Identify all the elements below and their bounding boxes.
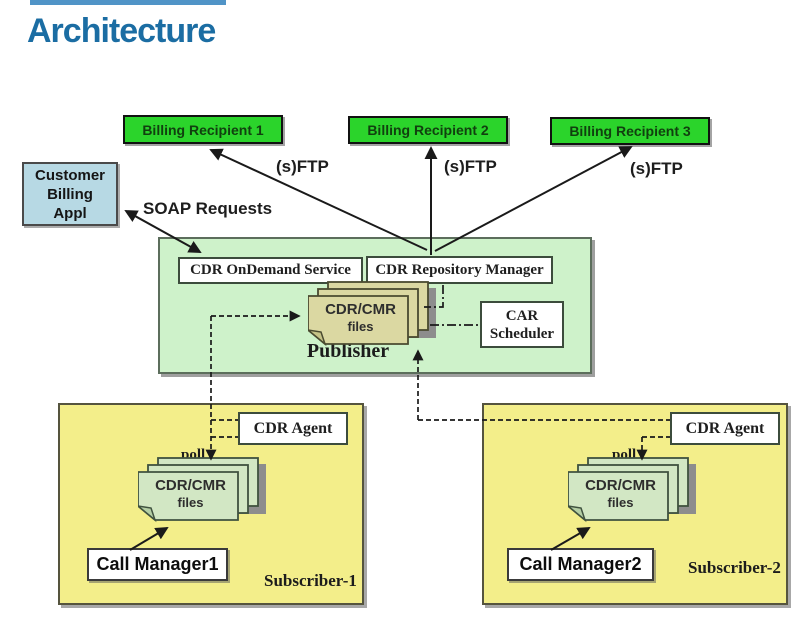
- cdr-repository-manager-node: CDR Repository Manager: [366, 256, 553, 284]
- billing-recipient-2-node: Billing Recipient 2: [348, 116, 508, 144]
- customer-line-2: Billing: [47, 185, 93, 203]
- call-manager-1-node: Call Manager1: [87, 548, 228, 581]
- subscriber-1-files-stack: CDR/CMR files: [138, 456, 270, 530]
- billing-recipient-3-node: Billing Recipient 3: [550, 117, 710, 145]
- cdr-agent-2-node: CDR Agent: [670, 412, 780, 445]
- files-stack-icon: [308, 281, 436, 347]
- scheduler-line-1: CAR: [505, 307, 539, 324]
- customer-line-1: Customer: [34, 166, 105, 184]
- subscriber-2-label: Subscriber-2: [688, 558, 781, 577]
- page-title: Architecture: [27, 12, 216, 50]
- customer-billing-appl-node: Customer Billing Appl: [22, 162, 118, 226]
- scheduler-line-2: Scheduler: [489, 325, 555, 342]
- files-stack-icon: [568, 457, 696, 523]
- sftp-label-1: (s)FTP: [276, 157, 329, 176]
- billing-recipient-1-node: Billing Recipient 1: [123, 115, 283, 144]
- soap-requests-label: SOAP Requests: [143, 199, 273, 218]
- subscriber-2-files-label: CDR/CMR files: [585, 477, 656, 510]
- files-stack-icon: [138, 457, 266, 523]
- cdr-ondemand-service-node: CDR OnDemand Service: [178, 257, 363, 284]
- subscriber-1-files-label: CDR/CMR files: [155, 477, 226, 510]
- publisher-files-label: CDR/CMR files: [325, 301, 396, 334]
- call-manager-2-node: Call Manager2: [507, 548, 654, 581]
- publisher-label: Publisher: [306, 340, 390, 362]
- sftp-label-2: (s)FTP: [444, 157, 497, 176]
- publisher-files-stack: CDR/CMR files: [308, 280, 440, 354]
- subscriber-2-files-stack: CDR/CMR files: [568, 456, 700, 530]
- sftp-label-3: (s)FTP: [630, 159, 683, 178]
- accent-bar: [30, 0, 226, 5]
- cdr-agent-1-node: CDR Agent: [238, 412, 348, 445]
- subscriber-1-label: Subscriber-1: [264, 571, 357, 590]
- customer-line-3: Appl: [53, 204, 87, 222]
- car-scheduler-node: CAR Scheduler: [480, 301, 564, 348]
